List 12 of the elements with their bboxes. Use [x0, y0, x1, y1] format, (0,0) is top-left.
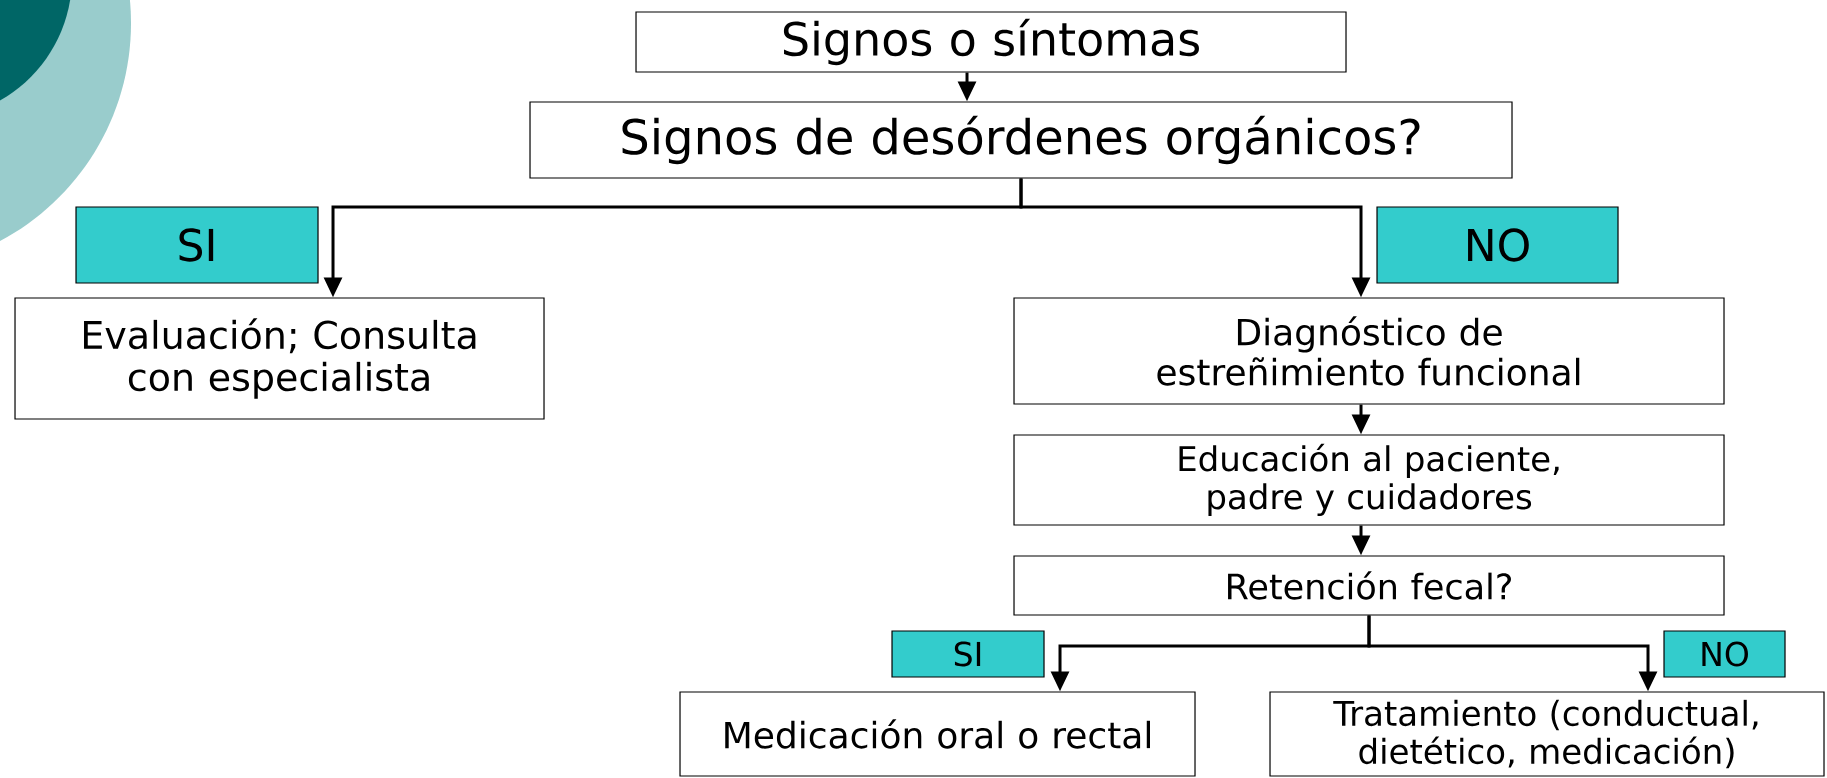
process-box: Signos o síntomas: [635, 11, 1347, 73]
process-box: Diagnóstico de estreñimiento funcional: [1013, 297, 1725, 405]
process-box: Tratamiento (conductual, dietético, medicación): [1269, 691, 1825, 777]
answer-tag: SI: [75, 206, 319, 284]
answer-tag: NO: [1376, 206, 1619, 284]
process-box: Medicación oral o rectal: [679, 691, 1196, 777]
process-box: Signos de desórdenes orgánicos?: [529, 101, 1513, 179]
process-box: Evaluación; Consulta con especialista: [14, 297, 545, 420]
process-box: Retención fecal?: [1013, 555, 1725, 616]
process-box: Educación al paciente, padre y cuidadores: [1013, 434, 1725, 526]
answer-tag: NO: [1663, 630, 1786, 678]
answer-tag: SI: [891, 630, 1045, 678]
